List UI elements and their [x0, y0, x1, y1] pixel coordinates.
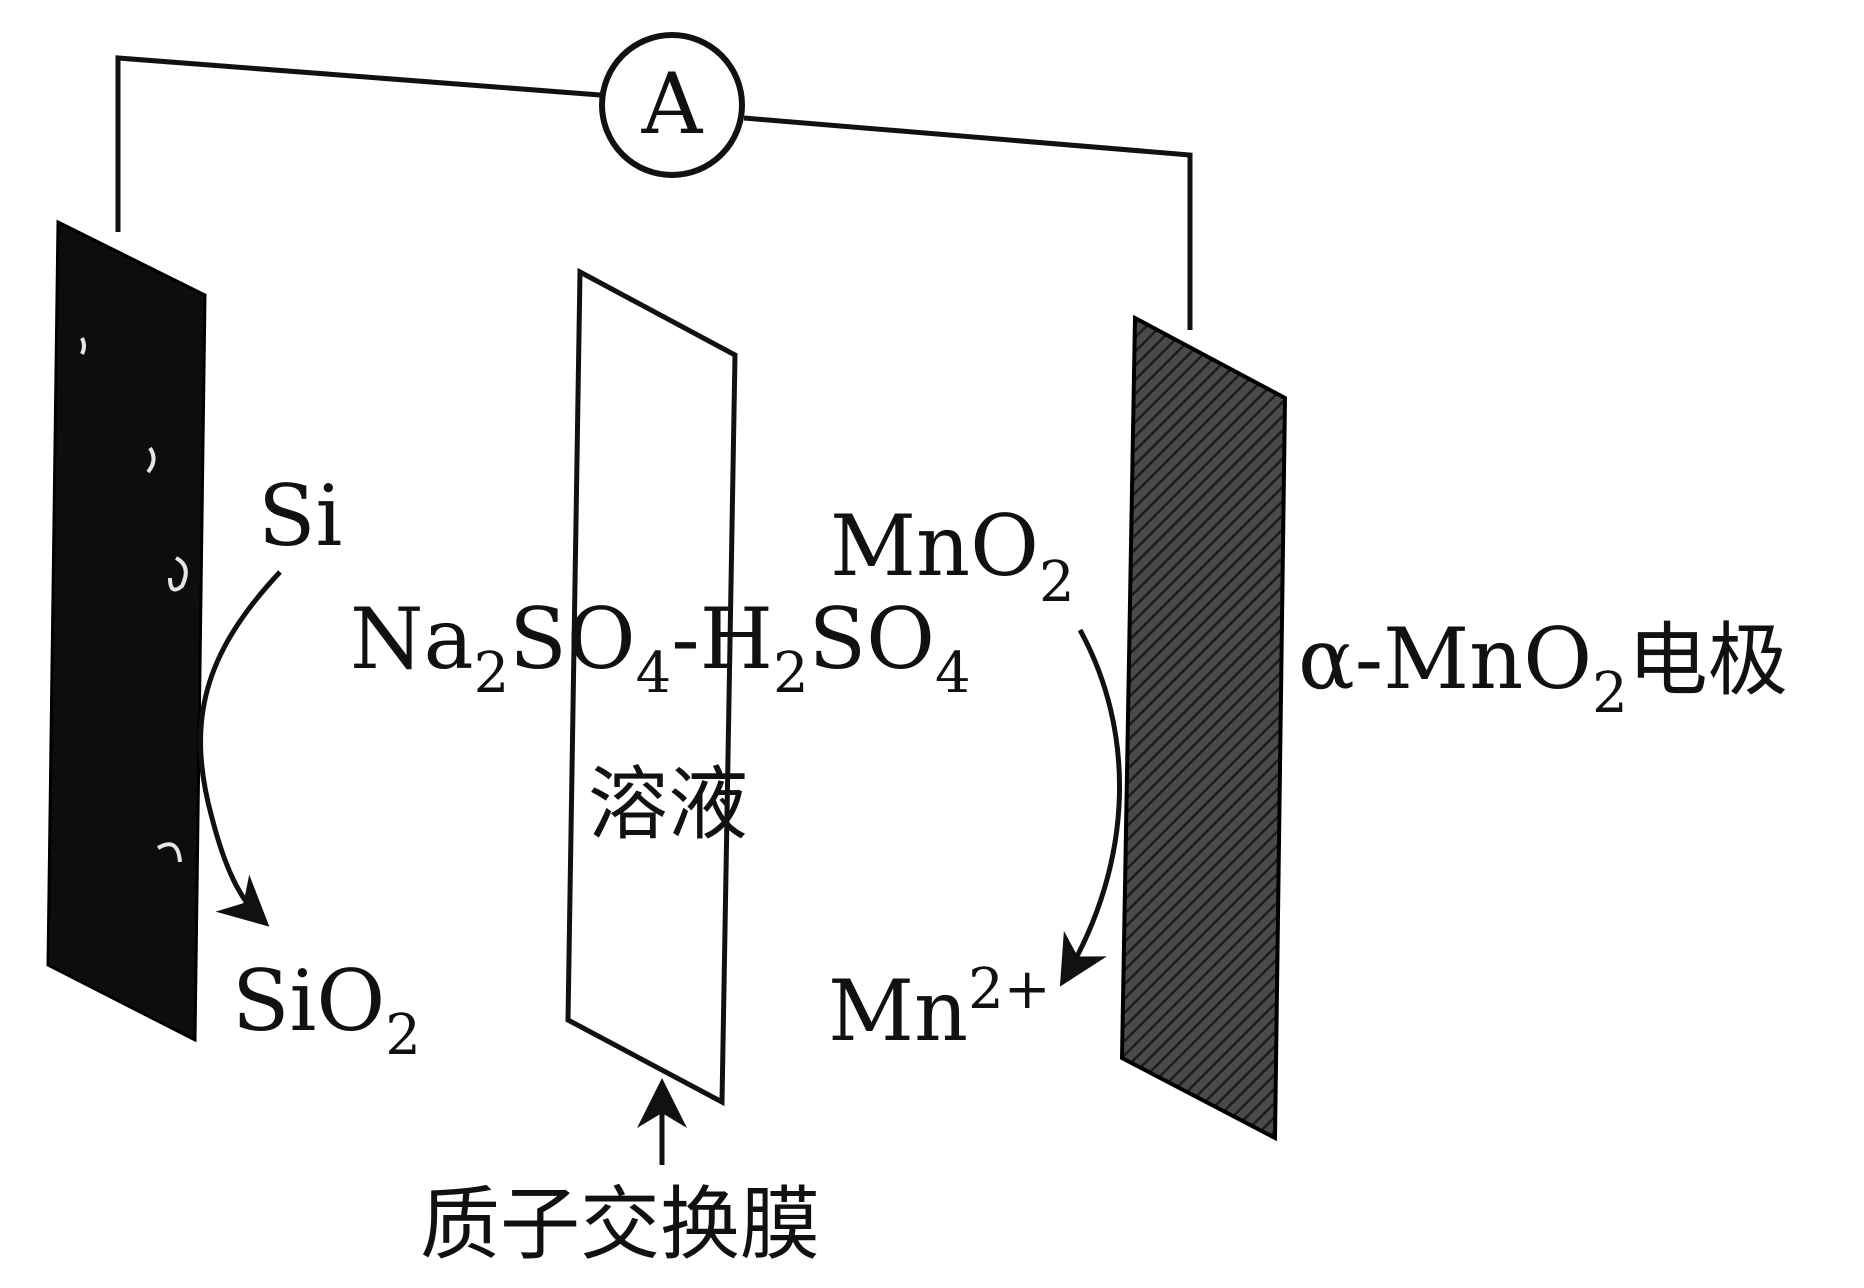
sio2-label: SiO2 — [232, 952, 421, 1068]
electrode-surface-marks — [80, 337, 188, 863]
ammeter-symbol: A — [641, 55, 704, 153]
electrolyte-formula: Na2SO4-H2SO4 — [350, 590, 971, 706]
mno2-label: MnO2 — [830, 497, 1075, 615]
si-to-sio2-arrow — [198, 570, 282, 927]
mno2-electrode — [1119, 314, 1288, 1142]
mno2-electrode-label: α-MnO2电极 — [1298, 610, 1788, 726]
si-label: Si — [258, 467, 342, 565]
circuit-wire — [115, 55, 601, 232]
ammeter: A — [599, 32, 745, 178]
circuit-wire-right — [743, 115, 1193, 330]
solution-label: 溶液 — [588, 758, 748, 851]
mn2plus-label: Mn2+ — [828, 957, 1051, 1060]
proton-exchange-membrane — [565, 267, 738, 1107]
ammeter-circle — [599, 32, 745, 178]
mno2-to-mn2plus-arrow — [1059, 628, 1122, 987]
silicon-electrode — [46, 219, 207, 1043]
membrane-label: 质子交换膜 — [420, 1178, 820, 1271]
